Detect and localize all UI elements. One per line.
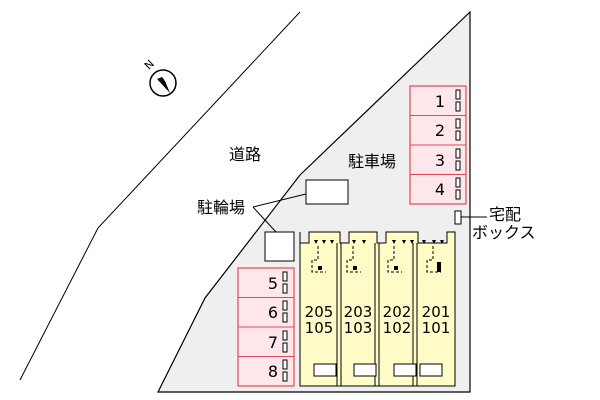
bicycle-parking-label: 駐輪場	[197, 198, 245, 217]
balconies	[313, 363, 443, 377]
wheel-stops	[455, 89, 461, 200]
apartment-building: 205 105 203 103 202 102 201 101	[299, 231, 456, 387]
parking-space-number: 4	[435, 180, 445, 199]
unit-lower-number: 103	[344, 319, 373, 337]
parking-spaces-top: 1 2 3 4	[409, 85, 467, 205]
unit-upper-number: 202	[383, 303, 412, 321]
entrance-arrows	[314, 240, 444, 244]
road-line-left-upper	[97, 11, 301, 229]
parking-space-number: 3	[435, 151, 445, 170]
parking-space-number: 1	[435, 92, 445, 111]
road-lines	[19, 11, 301, 381]
stair-marks	[318, 262, 441, 272]
compass-icon: N	[142, 57, 177, 97]
delivery-box	[454, 210, 462, 225]
road-label: 道路	[229, 145, 261, 164]
building-outline	[299, 231, 456, 387]
north-label: N	[142, 57, 157, 72]
parking-space-number: 5	[268, 274, 278, 293]
unit-lower-number: 101	[422, 319, 451, 337]
parking-spaces-bottom: 5 6 7 8	[237, 267, 295, 387]
leader-line	[252, 193, 307, 208]
bicycle-parking-area-upper	[305, 179, 349, 205]
parking-space-number: 8	[268, 362, 278, 381]
unit-lower-number: 102	[383, 319, 412, 337]
parking-space-number: 7	[268, 333, 278, 352]
road-line-left	[19, 227, 99, 381]
parking-label: 駐車場	[348, 152, 396, 171]
stairs	[311, 246, 441, 273]
parking-space-number: 2	[435, 121, 445, 140]
parking-space-number: 6	[268, 303, 278, 322]
unit-lower-number: 105	[305, 319, 334, 337]
delivery-box-label-line2: ボックス	[472, 223, 536, 242]
unit-upper-number: 203	[344, 303, 373, 321]
bicycle-parking-area-lower	[264, 231, 295, 262]
wheel-stops	[282, 271, 288, 382]
unit-upper-number: 201	[422, 303, 451, 321]
leader-line	[252, 206, 277, 233]
unit-upper-number: 205	[305, 303, 334, 321]
delivery-box-label-line1: 宅配	[489, 205, 521, 224]
